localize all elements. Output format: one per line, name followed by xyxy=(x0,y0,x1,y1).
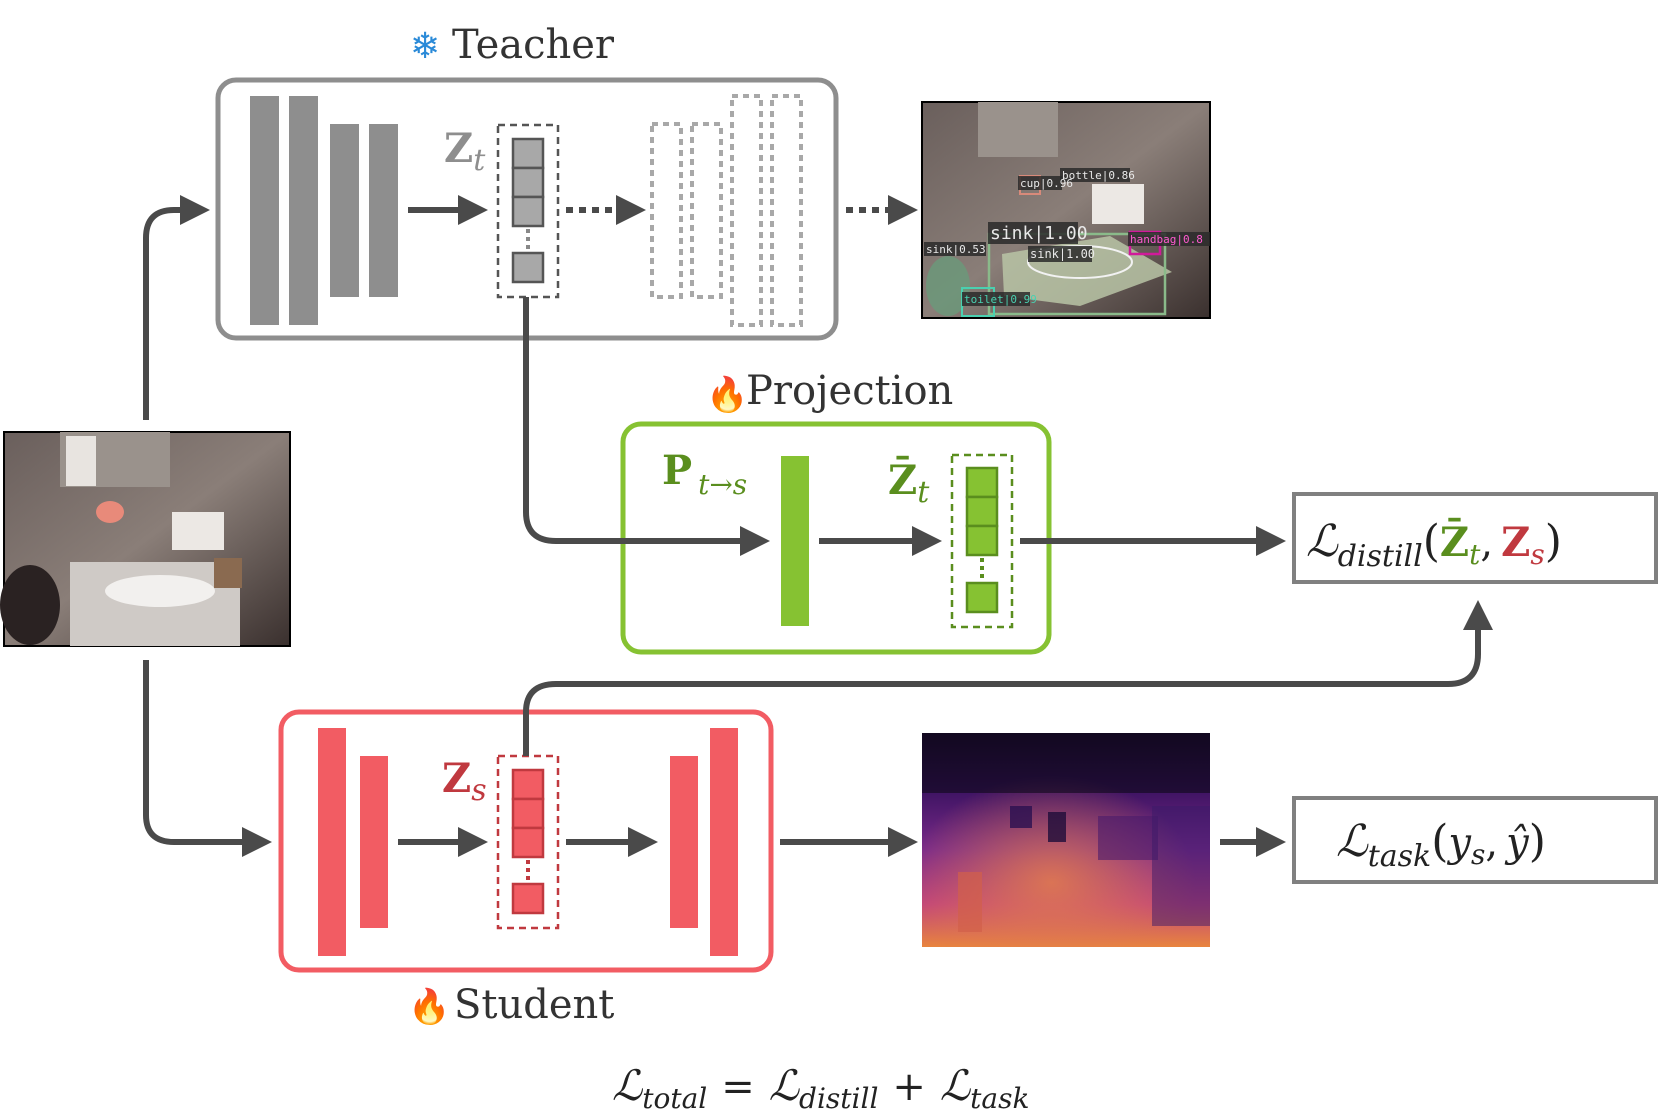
total-loss-formula: ℒtotal=ℒdistill+ℒtask xyxy=(612,1061,1029,1115)
teacher-decoder-layer xyxy=(730,94,763,327)
student-block: Zs 🔥 Student xyxy=(278,709,774,1028)
snowflake-icon: ❄ xyxy=(410,26,440,67)
distill-loss-formula: ℒdistill(Z̄t,Zs) xyxy=(1306,516,1562,574)
teacher-block: ❄ Teacher Zt xyxy=(215,22,918,341)
svg-text:handbag|0.8: handbag|0.8 xyxy=(1130,233,1203,246)
student-decoder-layer xyxy=(710,728,738,956)
svg-text:toilet|0.99: toilet|0.99 xyxy=(964,293,1037,306)
arrow xyxy=(523,297,770,556)
svg-text:sink|1.00: sink|1.00 xyxy=(1030,247,1095,261)
teacher-decoder-layer xyxy=(690,122,723,299)
student-encoder-layer xyxy=(318,728,346,956)
projection-layer xyxy=(781,456,809,626)
svg-text:cup|0.96: cup|0.96 xyxy=(1020,177,1073,190)
svg-text:sink|1.00: sink|1.00 xyxy=(990,223,1088,244)
teacher-encoder-layer xyxy=(369,124,398,297)
teacher-decoder-layer xyxy=(650,122,683,299)
student-decoder-layer xyxy=(670,756,698,928)
projected-feature-label: Z̄t xyxy=(888,457,930,510)
teacher-label: Teacher xyxy=(452,22,615,68)
svg-text:bottle|0.86: bottle|0.86 xyxy=(1062,169,1135,182)
svg-text:sink|0.53: sink|0.53 xyxy=(926,243,986,256)
teacher-feature-label: Zt xyxy=(444,125,486,178)
student-label: Student xyxy=(454,982,614,1028)
projected-feature-container xyxy=(950,453,1014,629)
teacher-encoder-layer xyxy=(289,96,318,325)
depth-output-image xyxy=(922,733,1210,947)
task-loss-formula: ℒtask(ys,ŷ) xyxy=(1336,816,1546,874)
detection-output-image: bottle|0.86 cup|0.96 sink|1.00 handbag|0… xyxy=(921,101,1211,319)
arrow xyxy=(143,195,210,420)
fire-icon: 🔥 xyxy=(706,375,748,415)
arrow xyxy=(523,600,1493,756)
projection-label: Projection xyxy=(746,368,953,414)
fire-icon: 🔥 xyxy=(408,987,450,1027)
task-loss-box: ℒtask(ys,ŷ) xyxy=(1292,796,1658,884)
teacher-feature-container xyxy=(496,123,560,299)
arrow xyxy=(143,660,272,857)
teacher-encoder-layer xyxy=(330,124,359,297)
input-image xyxy=(0,431,291,647)
teacher-encoder-layer xyxy=(250,96,279,325)
teacher-decoder-layer xyxy=(770,94,803,327)
student-feature-label: Zs xyxy=(442,755,487,808)
distill-loss-box: ℒdistill(Z̄t,Zs) xyxy=(1292,492,1658,584)
student-encoder-layer xyxy=(360,756,388,928)
